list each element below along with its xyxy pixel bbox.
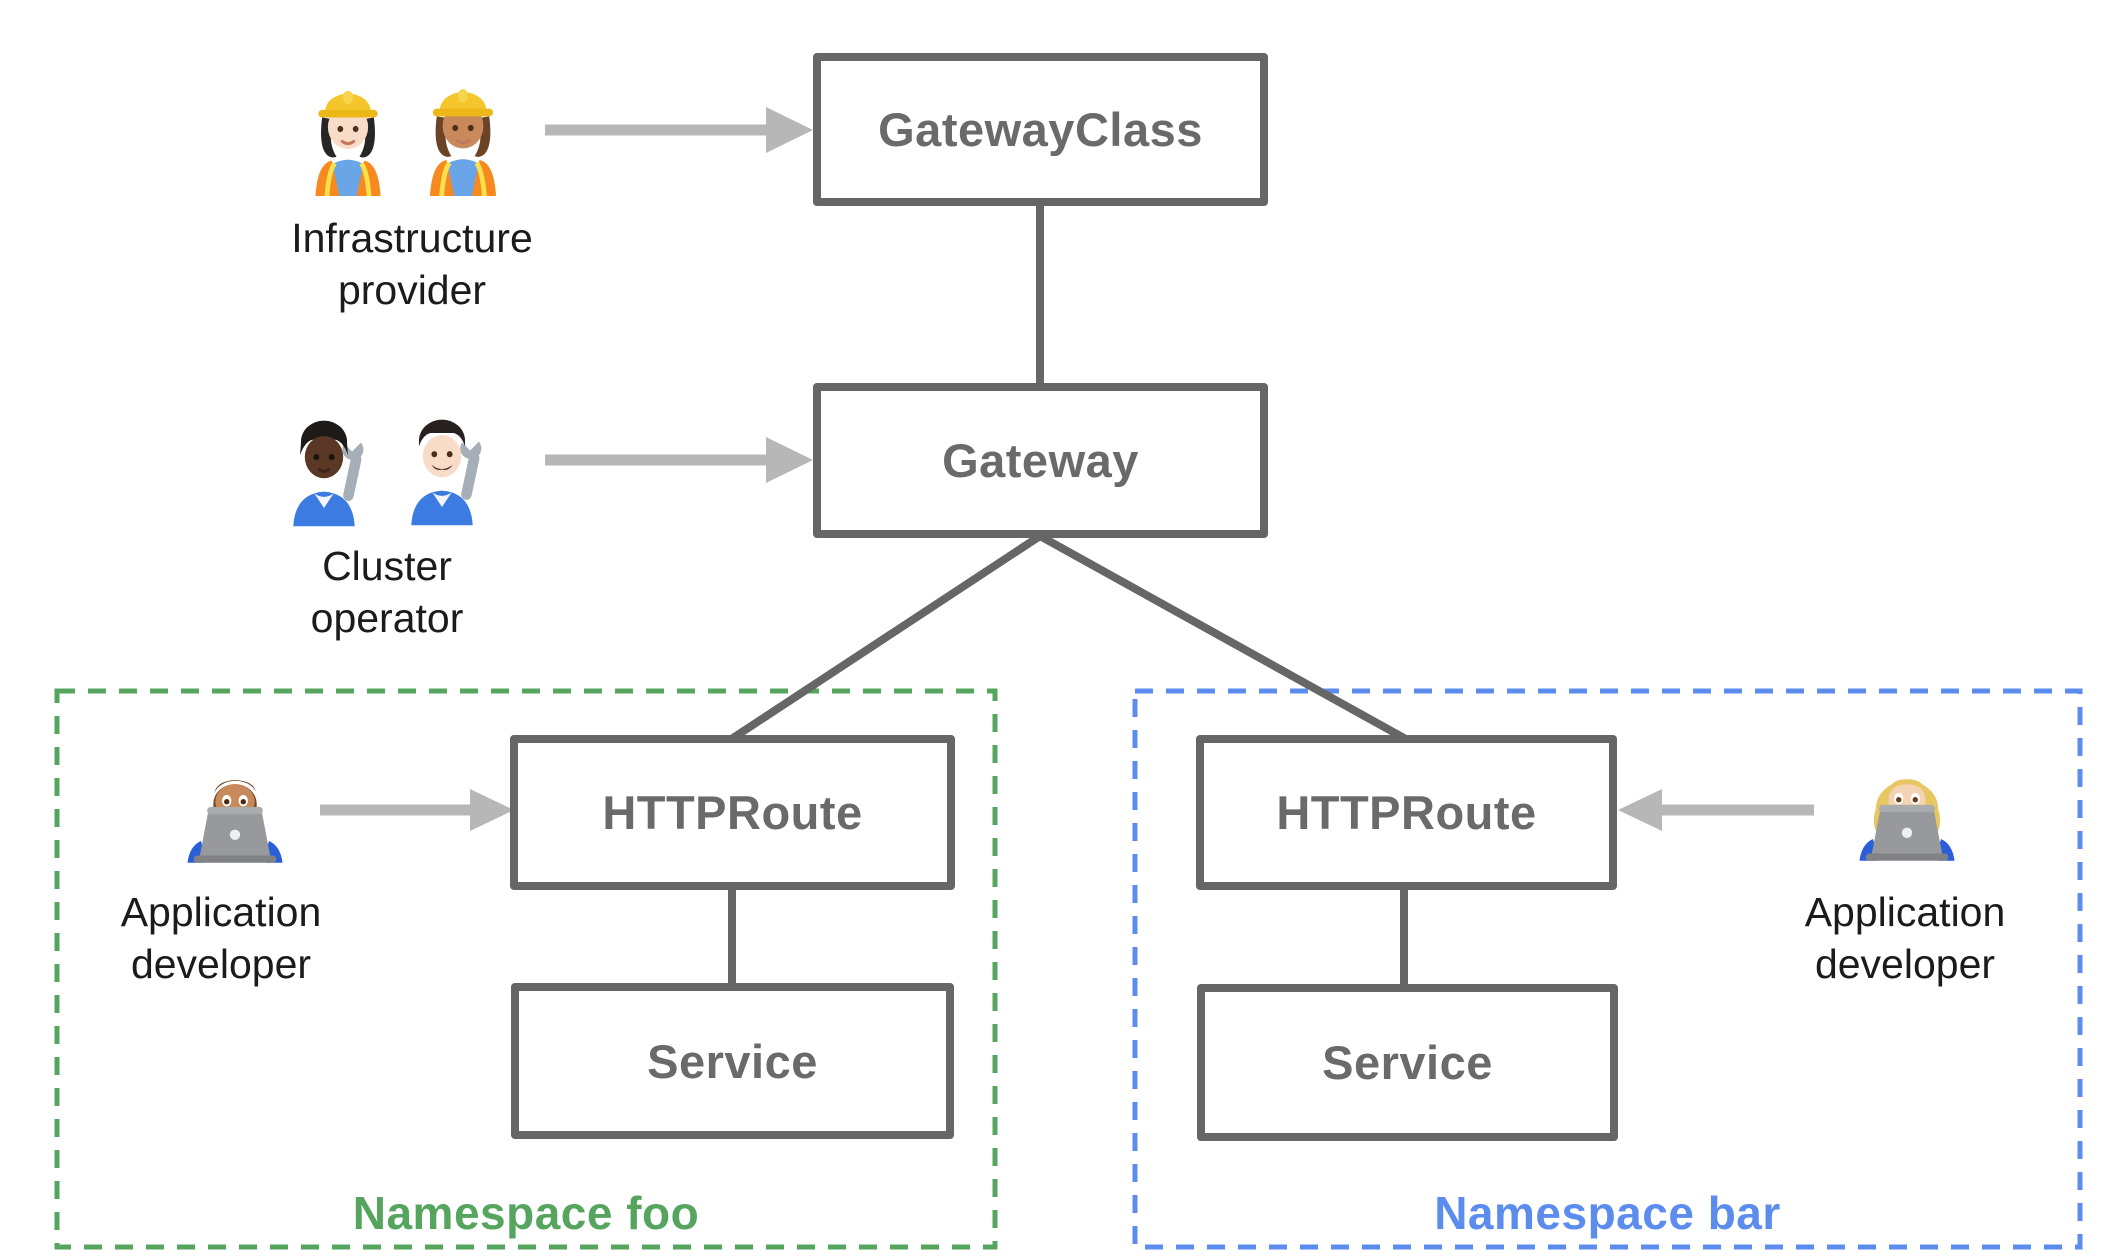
cluster-operator-label: Cluster operator: [310, 543, 464, 641]
application-developer-foo-label: Application developer: [120, 889, 322, 987]
gatewayclass-node: GatewayClass: [813, 53, 1268, 206]
httproute-foo-label: HTTPRoute: [602, 786, 863, 839]
man-mechanic-light-skin-icon: [394, 386, 490, 530]
woman-technologist-light-skin-icon: [1838, 746, 1976, 870]
namespace-bar-label: Namespace bar: [1434, 1187, 1781, 1239]
application-developer-bar-label: Application developer: [1804, 889, 2006, 987]
arrow-app-developer-to-httproute-foo: [320, 789, 514, 831]
person-mechanic-dark-skin-icon: [276, 388, 372, 530]
service-bar-label: Service: [1322, 1036, 1493, 1089]
httproute-bar-node: HTTPRoute: [1196, 735, 1617, 890]
gateway-label: Gateway: [942, 434, 1139, 487]
arrow-cluster-operator-to-gateway: [545, 437, 813, 483]
service-foo-node: Service: [511, 983, 954, 1139]
infrastructure-provider-label: Infrastructure provider: [291, 215, 533, 313]
service-bar-node: Service: [1197, 984, 1618, 1141]
gateway-node: Gateway: [813, 383, 1268, 538]
edge-gateway-httproute-bar: [1038, 532, 1406, 742]
namespace-foo-label: Namespace foo: [352, 1187, 700, 1239]
service-foo-label: Service: [647, 1034, 818, 1088]
arrow-app-developer-to-httproute-bar: [1618, 789, 1814, 831]
man-technologist-medium-skin-icon: [166, 748, 304, 872]
arrow-infrastructure-provider-to-gatewayclass: [545, 107, 813, 153]
woman-construction-worker-light-skin-icon: [300, 62, 396, 196]
woman-construction-worker-medium-skin-icon: [414, 60, 512, 196]
gatewayclass-label: GatewayClass: [878, 103, 1203, 156]
httproute-foo-node: HTTPRoute: [510, 735, 955, 890]
edge-gateway-httproute-foo: [730, 532, 1043, 742]
httproute-bar-label: HTTPRoute: [1276, 786, 1537, 839]
